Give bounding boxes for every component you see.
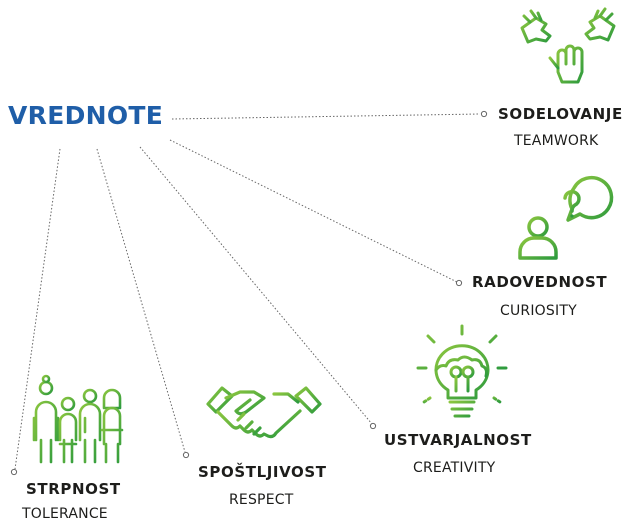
connector-lines	[14, 113, 481, 470]
lightbulb-brain-icon	[416, 324, 508, 418]
diagram-title: VREDNOTE	[8, 101, 164, 130]
connector-spostljivost	[96, 148, 186, 453]
value-name-strpnost: STRPNOST	[26, 480, 121, 498]
connector-endpoints	[10, 110, 488, 476]
connector-sodelovanje	[171, 113, 481, 120]
person-question-icon	[518, 175, 614, 260]
value-english-curiosity: CURIOSITY	[500, 303, 577, 319]
group-people-icon	[32, 374, 124, 464]
connector-ustvarjalnost	[139, 146, 373, 425]
value-name-ustvarjalnost: USTVARJALNOST	[384, 431, 532, 449]
hands-teamwork-icon	[520, 7, 616, 86]
value-english-teamwork: TEAMWORK	[514, 133, 599, 149]
value-english-creativity: CREATIVITY	[413, 460, 496, 476]
connector-radovednost	[169, 139, 458, 283]
value-name-radovednost: RADOVEDNOST	[472, 273, 608, 291]
value-name-spostljivost: SPOŠTLJIVOST	[198, 463, 327, 481]
connector-strpnost	[14, 148, 61, 470]
value-english-tolerance: TOLERANCE	[22, 506, 108, 522]
value-name-sodelovanje: SODELOVANJE	[498, 105, 623, 123]
value-english-respect: RESPECT	[229, 492, 294, 508]
handshake-icon	[206, 386, 322, 439]
